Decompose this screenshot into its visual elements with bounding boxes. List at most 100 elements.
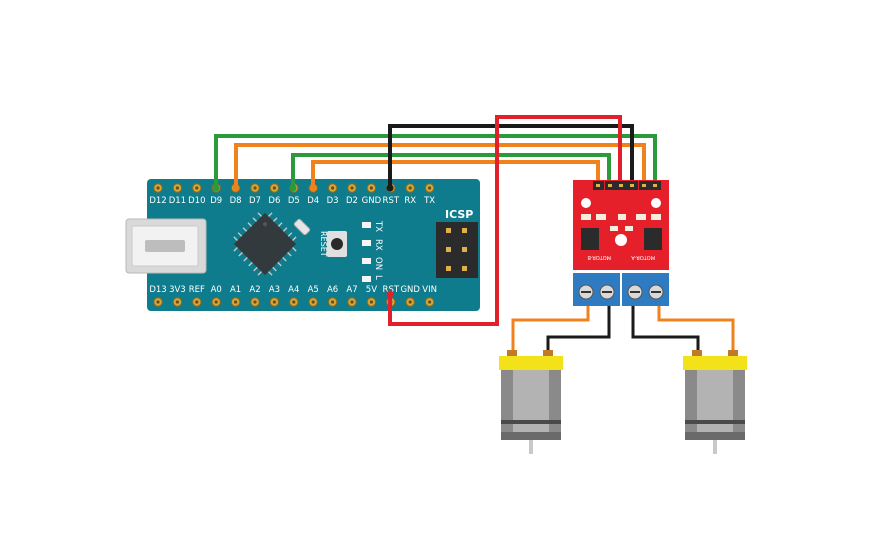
top-pin-label: RST [383,196,400,206]
top-pin-label: D11 [169,196,186,206]
crystal-component [293,218,311,236]
wire-motor-b-black [546,306,611,352]
wire-d5-orange [311,160,600,188]
top-pin-hole-2 [195,186,199,190]
dc-motor-right [683,350,747,454]
led-l [362,276,371,282]
top-pin-label: D5 [288,196,300,206]
bottom-pin-label: A2 [249,285,260,295]
motor-a-label: MOTOR-A [631,254,655,260]
top-pin-hole-6 [272,186,276,190]
bottom-pin-label: 5V [366,285,377,295]
bottom-pin-label: VIN [422,285,437,295]
bottom-pin-hole-7 [292,300,296,304]
top-pin-hole-5 [253,186,257,190]
wire-pin-contacts [212,184,394,298]
led-label: ON [373,257,383,270]
bottom-pin-hole-14 [428,300,432,304]
led-on [362,258,371,264]
driver-chip-a [644,228,662,250]
top-pin-hole-10 [350,186,354,190]
top-pin-label: D2 [346,196,358,206]
motor-driver-board: MOTOR-B MOTOR-A [573,180,669,306]
bottom-pin-hole-13 [408,300,412,304]
top-pin-label: D10 [188,196,205,206]
led-tx [362,222,371,228]
bottom-pin-label: D13 [149,285,166,295]
bottom-pin-hole-5 [253,300,257,304]
bottom-pin-label: A7 [346,285,357,295]
top-pin-label: D12 [149,196,166,206]
motor-wires [511,306,735,352]
driver-smd-parts [581,214,661,231]
driver-pcb [573,180,669,270]
bottom-pin-hole-8 [311,300,315,304]
bottom-pin-label: A3 [269,285,280,295]
bottom-pin-hole-3 [214,300,218,304]
bottom-pin-hole-10 [350,300,354,304]
top-pin-label: TX [423,196,435,206]
top-pin-label: GND [362,196,382,206]
dc-motor-left [499,350,563,454]
top-pin-hole-0 [156,186,160,190]
bottom-pin-label: 3V3 [169,285,186,295]
wire-d9-orange [234,143,646,188]
usb-connector [125,218,207,274]
wires [214,115,657,326]
led-label: RX [373,239,383,251]
top-pin-label: D4 [307,196,319,206]
bottom-pin-label: A5 [308,285,319,295]
top-pin-label: D3 [327,196,339,206]
bottom-pin-hole-1 [175,300,179,304]
motor-b-label: MOTOR-B [587,254,611,260]
top-pin-label: RX [404,196,416,206]
top-pin-hole-11 [369,186,373,190]
wire-motor-a-orange [657,306,735,352]
driver-chip-b [581,228,599,250]
icsp-header [436,222,478,278]
screw-terminal-b [573,273,620,306]
bottom-pin-label: A6 [327,285,338,295]
mounting-hole-left [581,198,591,208]
bottom-pin-label: GND [400,285,420,295]
top-pin-label: D7 [249,196,261,206]
wire-d10-green [214,134,657,188]
reset-label: RESET [319,231,328,257]
bottom-pin-hole-2 [195,300,199,304]
wire-5v-red [388,115,622,326]
top-pin-label: D9 [210,196,222,206]
wire-d6-green [291,153,611,188]
bottom-pin-hole-9 [331,300,335,304]
mounting-hole-center [615,234,627,246]
top-pin-hole-13 [408,186,412,190]
top-pin-label: D8 [230,196,242,206]
driver-header-pins [593,181,661,190]
wire-motor-b-orange [511,306,590,352]
mounting-hole-right [651,198,661,208]
screw-terminal-a [622,273,669,306]
icsp-label: ICSP [445,208,473,221]
led-label: L [373,275,383,280]
led-label: TX [373,220,383,232]
bottom-pin-hole-6 [272,300,276,304]
bottom-pin-label: A0 [211,285,222,295]
reset-button [327,231,347,257]
top-pin-label: D6 [268,196,280,206]
bottom-pin-hole-4 [234,300,238,304]
bottom-pin-label: REF [189,285,205,295]
bottom-pin-hole-0 [156,300,160,304]
top-pin-hole-1 [175,186,179,190]
bottom-pin-label: A4 [288,285,299,295]
bottom-pin-label: RST [383,285,400,295]
bottom-pin-hole-11 [369,300,373,304]
top-pin-hole-9 [331,186,335,190]
wire-motor-a-black [631,306,700,352]
bottom-pin-label: A1 [230,285,241,295]
wire-gnd-black [388,124,634,188]
bottom-header-pins [153,297,435,307]
status-leds: TX RX ON L [362,220,383,282]
